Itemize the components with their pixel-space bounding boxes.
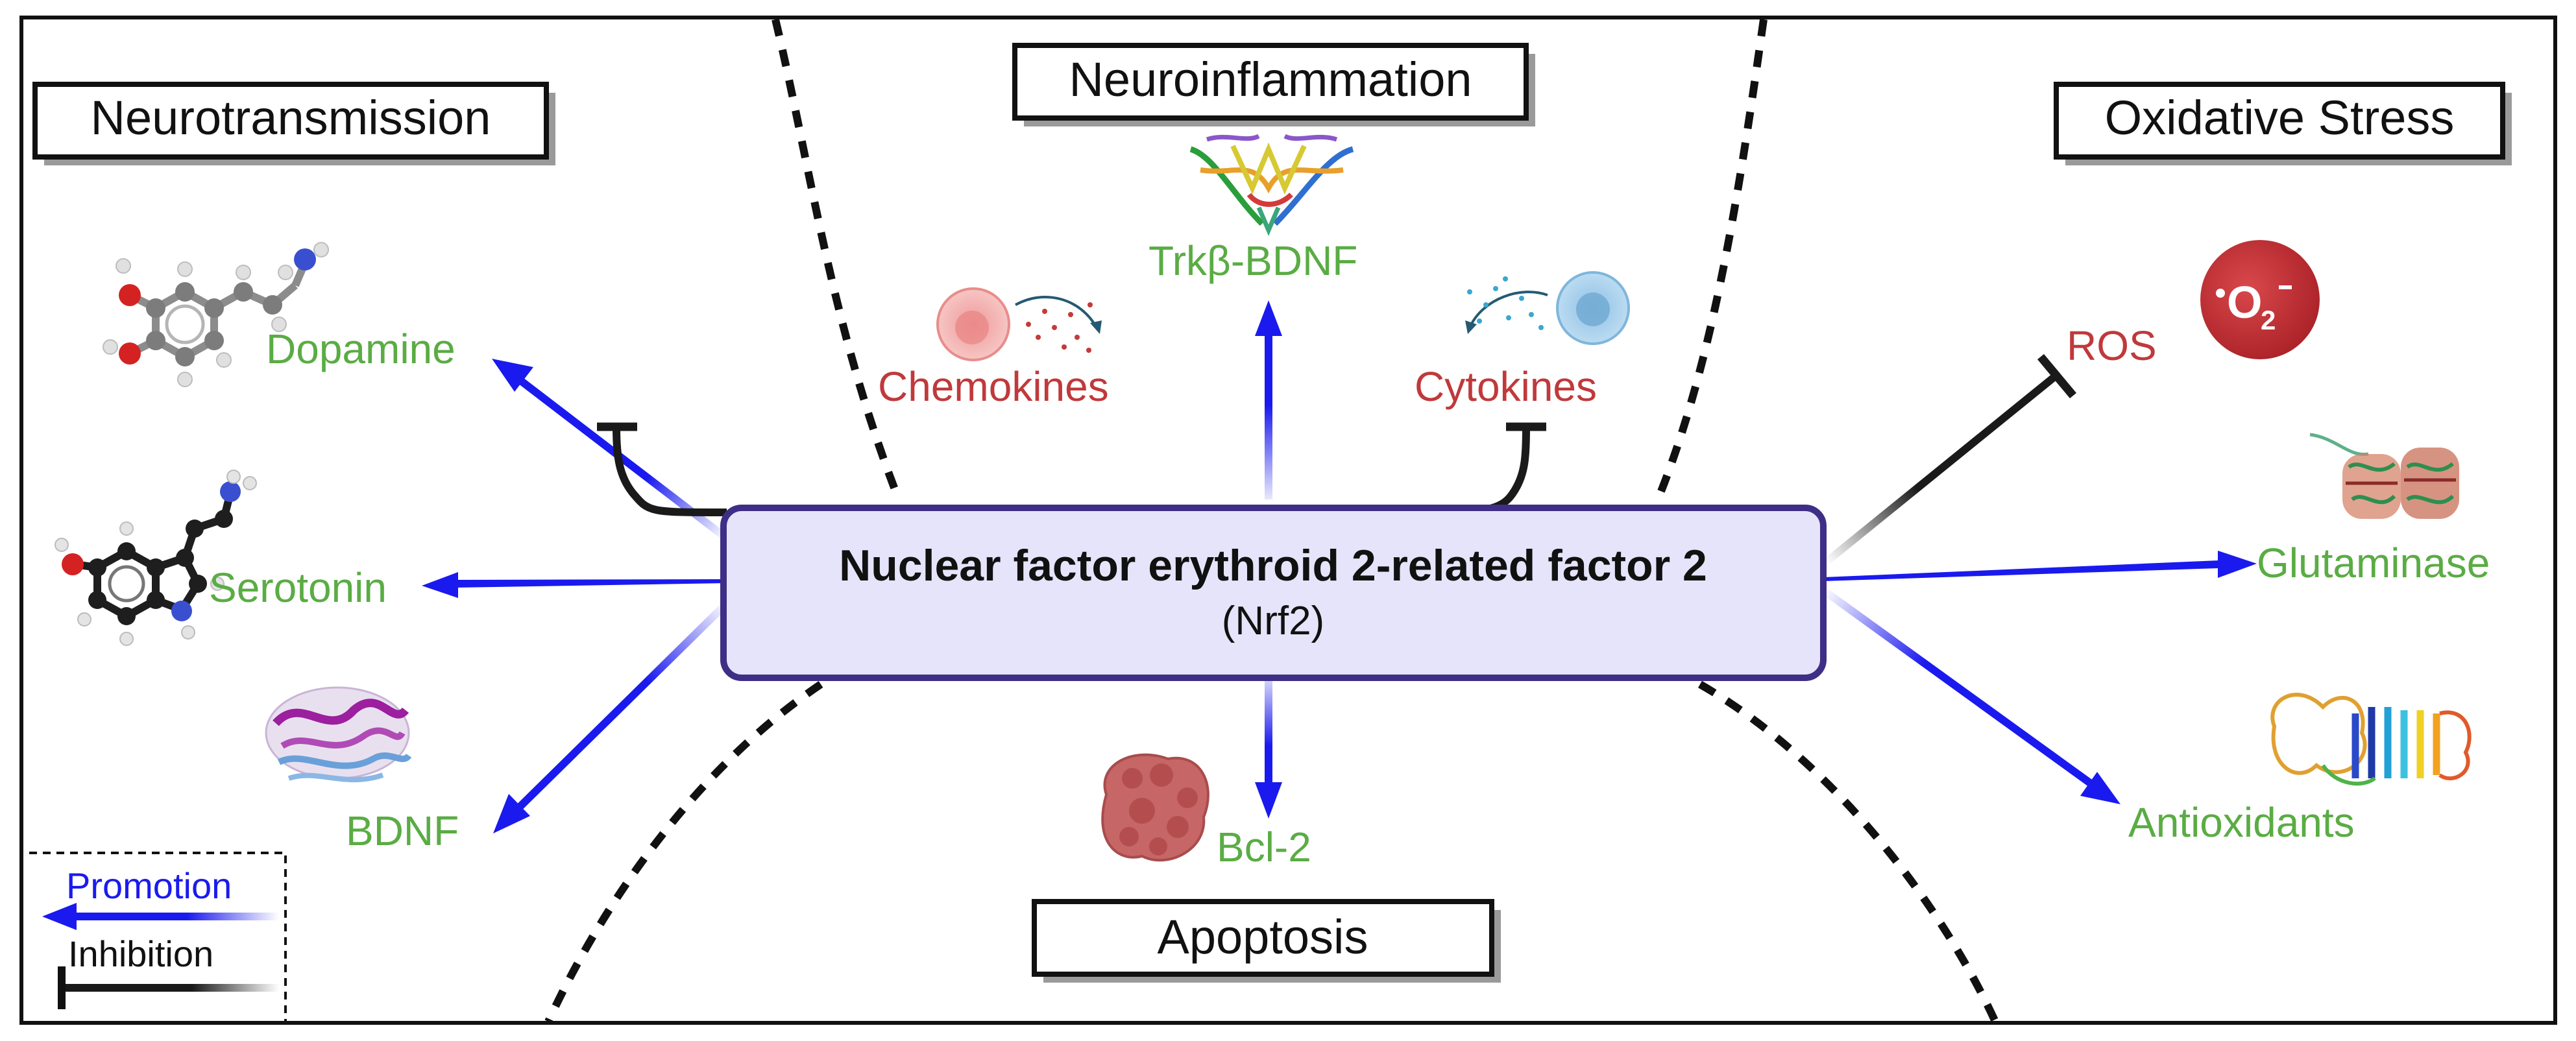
- label-cytokines: Cytokines: [1415, 363, 1597, 410]
- legend-frame: [29, 852, 287, 1022]
- boundary-top-left: [772, 18, 903, 501]
- arrowhead-antioxidants: [2080, 772, 2120, 804]
- label-serotonin: Serotonin: [209, 564, 387, 611]
- inhibit-cytokines: [1440, 427, 1530, 516]
- label-ros: ROS: [2067, 322, 2157, 369]
- label-chemokines: Chemokines: [878, 363, 1109, 410]
- outer-frame: [19, 16, 2557, 1025]
- serotonin-molecule-icon: [55, 470, 257, 646]
- arrowhead-glutaminase: [2218, 551, 2257, 578]
- legend-promotion-label: Promotion: [66, 865, 232, 906]
- superoxide-icon: O 2: [2200, 240, 2320, 359]
- bdnf-protein-icon: [265, 686, 412, 783]
- legend-inhibition-label: Inhibition: [68, 933, 213, 974]
- chemokine-cell-icon: [936, 287, 1102, 361]
- section-title-neuroinflammation: Neuroinflammation: [1069, 53, 1472, 106]
- legend-promotion-arrowhead: [42, 903, 77, 930]
- arrow-glutaminase: [1823, 560, 2219, 581]
- arrow-bdnf: [516, 600, 730, 811]
- arrowhead-serotonin: [422, 572, 458, 598]
- label-antioxidants: Antioxidants: [2128, 799, 2355, 846]
- boundary-top-right: [1654, 19, 1768, 501]
- glutaminase-protein-icon: [2309, 433, 2459, 519]
- arrowhead-dopamine: [492, 359, 533, 392]
- arrowhead-bdnf: [493, 794, 530, 833]
- label-bdnf: BDNF: [346, 808, 459, 854]
- nrf2-subtitle: (Nrf2): [1222, 599, 1324, 643]
- antioxidant-protein-icon: [2270, 693, 2472, 786]
- boundary-bottom-left: [544, 681, 823, 1023]
- boundary-bottom-right: [1698, 680, 1999, 1023]
- inhibit-chemokines: [613, 427, 727, 516]
- label-bcl2: Bcl-2: [1217, 824, 1311, 870]
- inhibit-ros: [1821, 372, 2060, 568]
- trkb-bdnf-protein-icon: [1189, 134, 1354, 236]
- legend: Promotion Inhibition: [29, 852, 287, 1022]
- arrowhead-trkb-bdnf: [1255, 300, 1282, 336]
- superoxide-charge: [2279, 285, 2292, 289]
- label-dopamine: Dopamine: [266, 326, 456, 372]
- section-title-apoptosis: Apoptosis: [1158, 910, 1368, 964]
- arrowhead-bcl2: [1255, 782, 1282, 819]
- bcl2-protein-icon: [1101, 753, 1209, 862]
- label-trkb-bdnf: Trkβ-BDNF: [1148, 237, 1357, 284]
- nrf2-box: Nuclear factor erythroid 2-related facto…: [720, 505, 1827, 681]
- dopamine-molecule-icon: [103, 242, 329, 387]
- inhibit-ros-bar: [2037, 353, 2076, 399]
- superoxide-subscript: 2: [2261, 305, 2276, 335]
- section-box-oxidative-stress: Oxidative Stress: [2054, 82, 2512, 165]
- section-title-neurotransmission: Neurotransmission: [91, 91, 491, 145]
- superoxide-label: O: [2227, 277, 2262, 328]
- cytokine-cell-icon: [1465, 271, 1630, 345]
- arrow-antioxidants: [1821, 587, 2095, 788]
- section-box-neurotransmission: Neurotransmission: [32, 82, 555, 165]
- section-title-oxidative-stress: Oxidative Stress: [2105, 91, 2455, 145]
- arrow-serotonin: [454, 579, 727, 588]
- nrf2-title: Nuclear factor erythroid 2-related facto…: [839, 541, 1707, 590]
- label-glutaminase: Glutaminase: [2257, 540, 2490, 586]
- section-box-neuroinflammation: Neuroinflammation: [1012, 43, 1535, 126]
- section-box-apoptosis: Apoptosis: [1032, 899, 1501, 983]
